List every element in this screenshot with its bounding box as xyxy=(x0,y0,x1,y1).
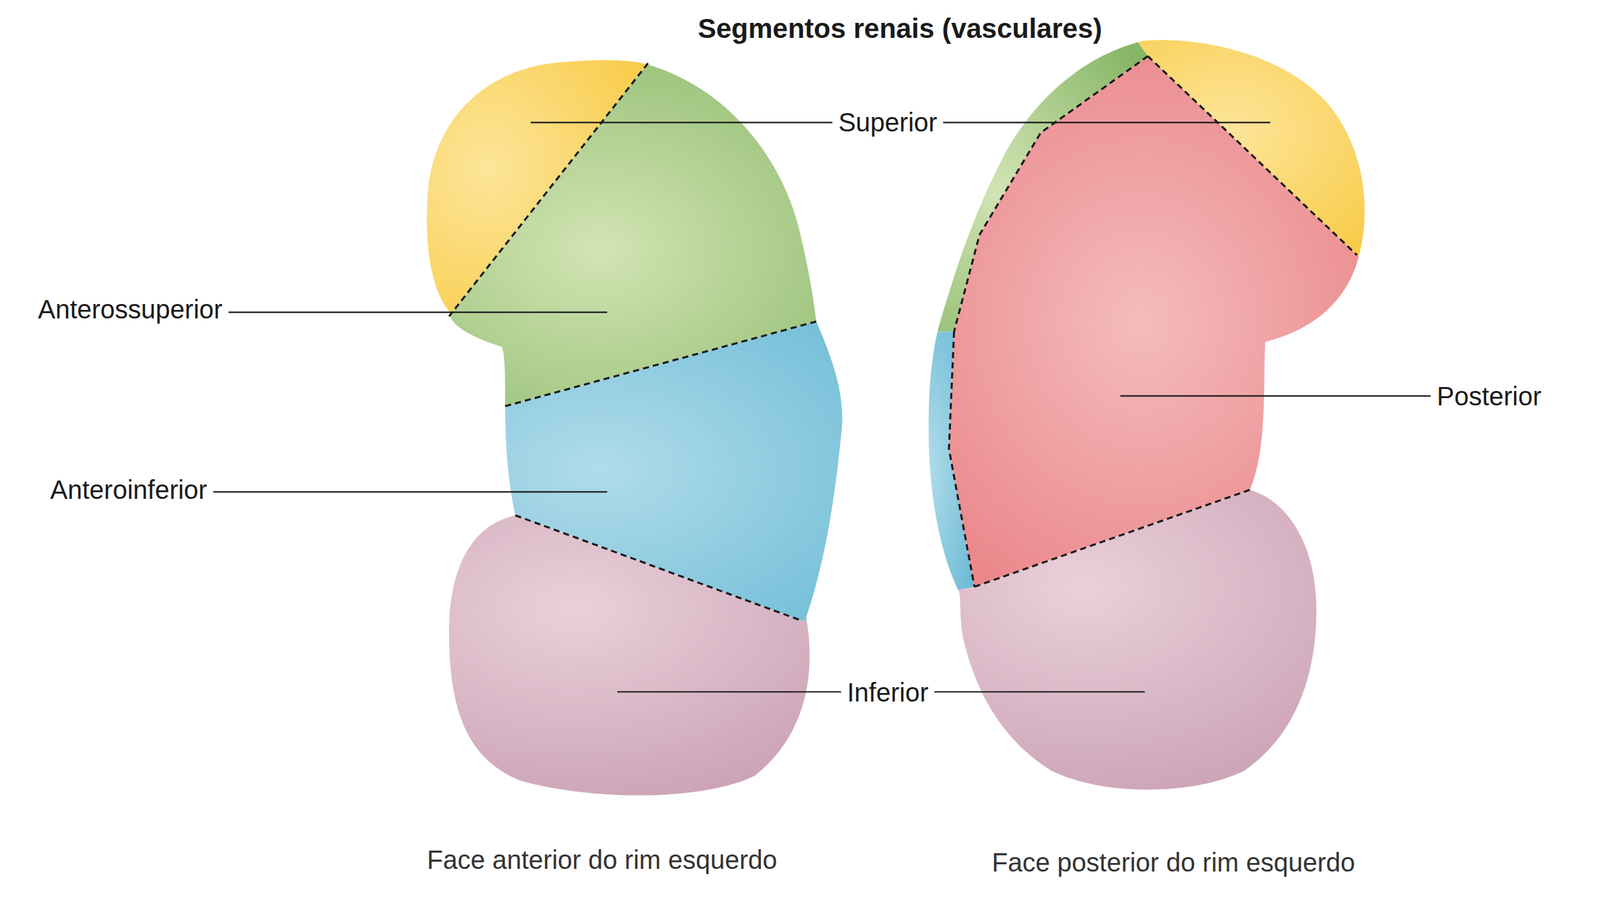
segment-label: Anterossuperior xyxy=(37,294,223,325)
leader-line xyxy=(213,490,608,493)
leader-line xyxy=(530,121,833,123)
segment-label: Inferior xyxy=(847,677,929,708)
segment-label: Anteroinferior xyxy=(50,474,208,505)
caption-text: Face posterior do rim esquerdo xyxy=(991,847,1355,878)
leader-line xyxy=(943,121,1271,123)
segment-label: Posterior xyxy=(1436,381,1542,412)
leader-line xyxy=(1120,395,1431,397)
leader-line xyxy=(228,311,608,314)
caption-text: Face anterior do rim esquerdo xyxy=(426,844,778,875)
segment-label: Superior xyxy=(838,107,938,138)
leader-line xyxy=(617,690,842,693)
leader-line xyxy=(934,690,1146,693)
diagram-title: Segmentos renais (vasculares) xyxy=(698,13,1103,45)
